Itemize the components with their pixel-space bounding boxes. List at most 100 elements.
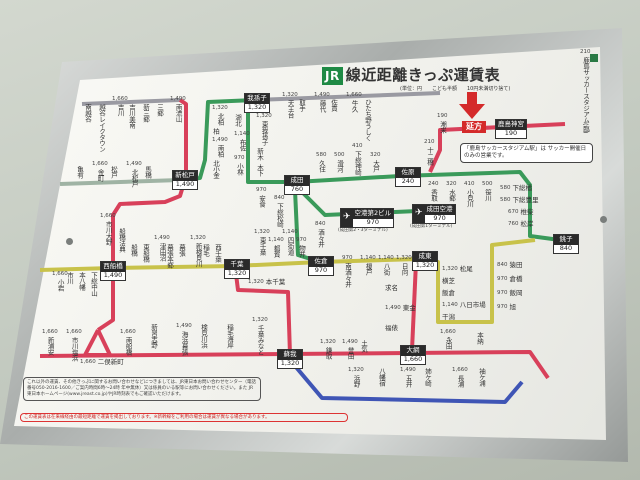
station[interactable]: 稲毛 xyxy=(202,244,210,256)
station[interactable]: 馬橋 xyxy=(144,166,152,178)
station[interactable]: 亀有 xyxy=(76,166,84,178)
station[interactable]: 湖北 xyxy=(234,114,242,126)
station[interactable]: 八幡宿 xyxy=(378,368,386,386)
station[interactable]: 新習志野 xyxy=(150,324,158,348)
station[interactable]: 本納 xyxy=(476,332,484,344)
station[interactable]: 下総中山 xyxy=(90,272,98,296)
station[interactable]: 西千葉 xyxy=(214,244,222,262)
station[interactable]: 北小金 xyxy=(212,160,220,178)
station[interactable]: 幕張 xyxy=(178,244,186,256)
station[interactable]: 三郷 xyxy=(156,104,164,116)
station[interactable]: 木下 xyxy=(256,164,264,176)
station[interactable]: 越谷レイクタウン xyxy=(98,104,106,152)
station[interactable]: 福俵 xyxy=(385,325,398,332)
station[interactable]: 検見川浜 xyxy=(200,324,208,348)
station[interactable]: ひたち野うしく xyxy=(364,99,372,141)
station[interactable]: 松戸 xyxy=(110,166,118,178)
station[interactable]: 東船橋 xyxy=(142,244,150,262)
station[interactable]: 求名 xyxy=(385,285,398,292)
station[interactable]: 船橋法典 xyxy=(118,228,126,252)
station[interactable]: 取手 xyxy=(298,99,306,111)
station[interactable]: 市川 xyxy=(66,272,74,284)
station[interactable]: 船橋 xyxy=(130,244,138,256)
station[interactable]: 新三郷 xyxy=(142,104,150,122)
station[interactable]: 飯倉 xyxy=(442,290,455,297)
station[interactable]: 吉川美南 xyxy=(128,104,136,128)
station[interactable]: 袖ケ浦 xyxy=(478,368,486,386)
station[interactable]: 土気 xyxy=(360,340,368,352)
station[interactable]: 柏 xyxy=(212,128,220,134)
station[interactable]: 南越谷 xyxy=(84,104,92,122)
station[interactable]: 姉ケ崎 xyxy=(424,368,432,386)
station[interactable]: 横芝 xyxy=(442,278,455,285)
station[interactable]: 新木 xyxy=(256,148,264,160)
